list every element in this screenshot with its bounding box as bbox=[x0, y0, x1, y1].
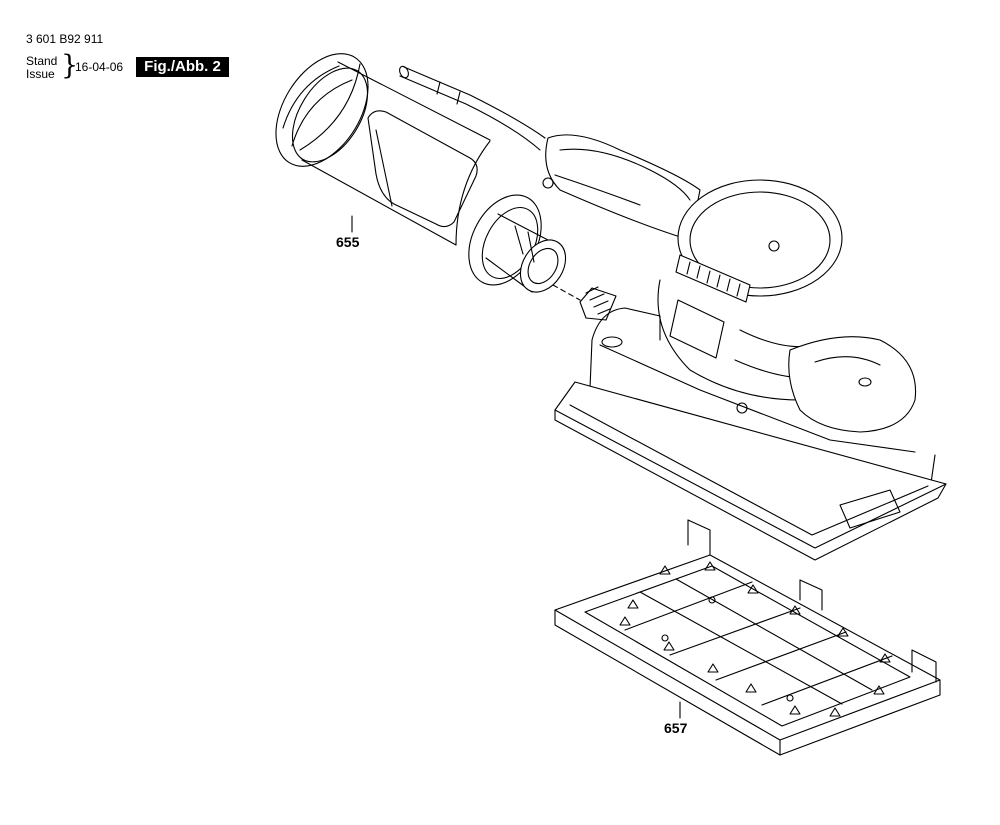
callout-657: 657 bbox=[664, 720, 688, 736]
stand-issue-labels: Stand Issue bbox=[26, 55, 57, 81]
stand-label: Stand bbox=[26, 54, 58, 68]
document-number: 3 601 B92 911 bbox=[26, 32, 104, 46]
figure-label: Fig./Abb. 2 bbox=[136, 57, 229, 77]
callout-655: 655 bbox=[336, 234, 360, 250]
brace-glyph: } bbox=[61, 50, 79, 81]
dust-canister bbox=[257, 37, 575, 300]
sanding-plate-frame bbox=[555, 520, 940, 755]
orbital-sander bbox=[398, 65, 946, 560]
issue-label: Issue bbox=[26, 67, 55, 81]
issue-date: 16-04-06 bbox=[75, 60, 124, 74]
